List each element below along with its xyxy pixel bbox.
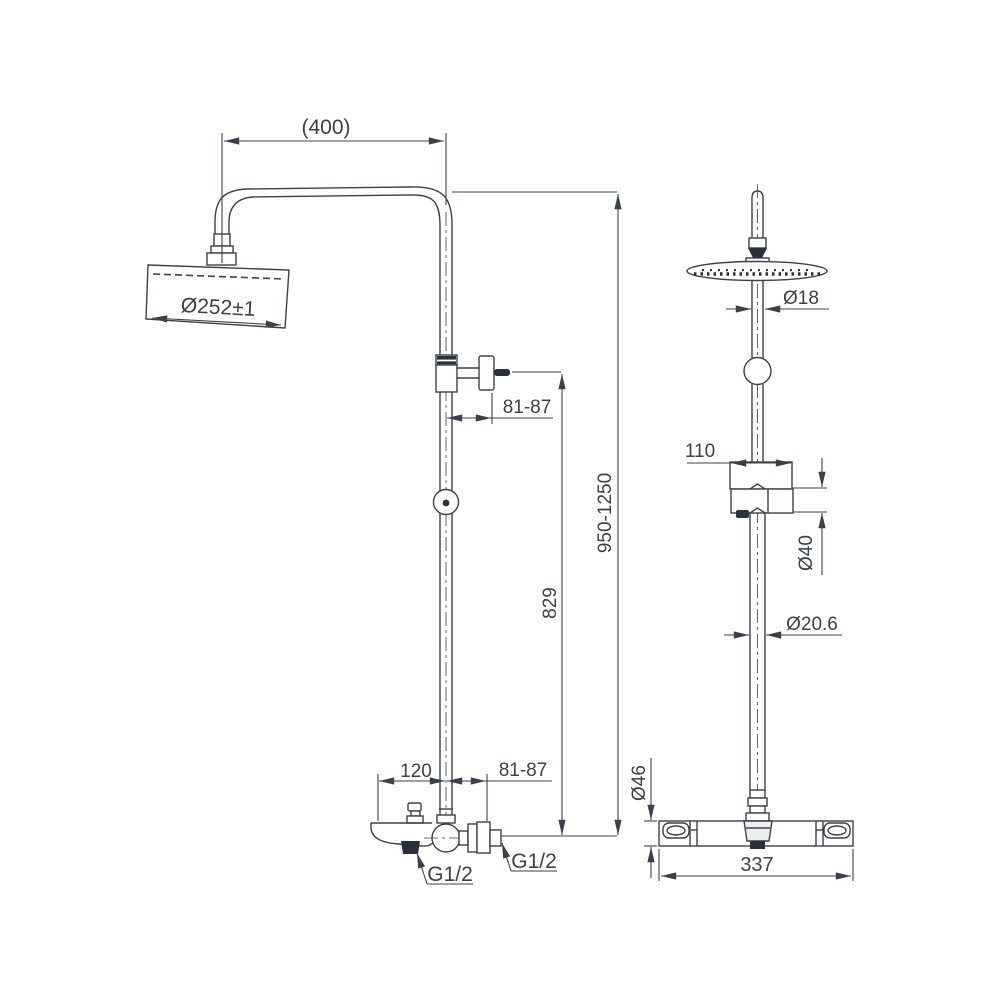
- callout-inlet-thread-label: G1/2: [511, 850, 557, 873]
- dim-overall-height-label: 950-1250: [595, 473, 616, 553]
- front-view: Ø18 110 Ø40: [629, 184, 854, 881]
- dim-valve-wall-offset-label: 81-87: [499, 760, 548, 781]
- dim-slider-wall-offset-label: 81-87: [503, 397, 552, 418]
- shower-arm-inner: [228, 194, 441, 234]
- right-handle: [823, 822, 851, 839]
- thermostat-bar: [658, 820, 854, 849]
- slide-holder-screw: [494, 369, 510, 376]
- dim-valve-bar-width: 337: [658, 849, 854, 881]
- shower-arm-outer: [214, 186, 453, 234]
- dim-slide-bracket-width-label: 110: [685, 441, 715, 462]
- dim-arm-reach-label: (400): [301, 116, 350, 139]
- pipe-top-cap: [751, 190, 764, 238]
- callout-spout-thread: G1/2: [416, 852, 473, 886]
- dim-valve-bar-width-label: 337: [740, 854, 773, 876]
- dim-slide-bracket-diameter: Ø40: [792, 458, 827, 575]
- dim-upper-pipe-diameter-label: Ø18: [783, 288, 819, 309]
- bath-mixer-side: [370, 802, 617, 854]
- dim-valve-body-diameter-label: Ø46: [629, 765, 650, 801]
- spout-outlet: [401, 841, 420, 854]
- dim-valve-body-diameter: Ø46: [629, 758, 657, 878]
- slide-bracket-front: [729, 461, 794, 518]
- dim-slide-bracket-width: 110: [685, 441, 792, 467]
- dim-lower-pipe-diameter: Ø20.6: [724, 614, 842, 639]
- showerhead-front: [686, 260, 828, 282]
- side-view: Ø252±1 (400) 81-87: [145, 116, 622, 886]
- union-nut: [467, 823, 478, 853]
- head-connector-front: [745, 237, 770, 265]
- dim-slide-bracket-diameter-label: Ø40: [796, 535, 817, 571]
- left-handle: [662, 822, 690, 839]
- dim-head-diameter-label: Ø252±1: [180, 294, 256, 321]
- wall-flange: [476, 821, 491, 854]
- showerhead-side: Ø252±1: [145, 264, 290, 329]
- dim-overall-height: 950-1250: [452, 191, 622, 836]
- dim-spout-reach-label: 120: [400, 761, 432, 782]
- dimension-line-head-diameter: [151, 315, 282, 328]
- dim-riser-height-label: 829: [540, 587, 561, 619]
- bath-spout: [370, 823, 434, 847]
- callout-spout-thread-label: G1/2: [427, 863, 473, 886]
- center-union: [743, 820, 773, 842]
- riser-union: [745, 789, 770, 822]
- callout-inlet-thread: G1/2: [501, 842, 557, 873]
- dim-upper-pipe-diameter: Ø18: [726, 288, 829, 313]
- dim-spout-reach: 120 81-87: [377, 760, 552, 821]
- dim-arm-reach: (400): [221, 116, 447, 263]
- diverter-knob: [406, 802, 424, 824]
- dim-riser-height: 829: [512, 371, 566, 836]
- slide-holder-side: [435, 354, 510, 393]
- dim-lower-pipe-diameter-label: Ø20.6: [786, 614, 838, 635]
- hand-shower-hook: [432, 488, 460, 516]
- dim-slider-wall-offset: 81-87: [447, 393, 553, 424]
- bar-outlet: [750, 841, 765, 849]
- bracket-lever: [736, 510, 749, 518]
- slide-holder-knob: [478, 355, 495, 391]
- ball-joint: [743, 356, 772, 386]
